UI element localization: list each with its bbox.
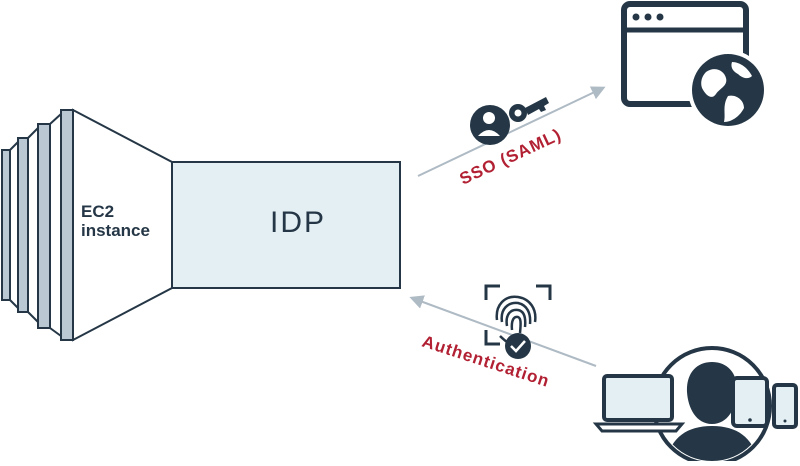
ec2-slab-4 bbox=[60, 109, 74, 341]
fingerprint-scan-icon bbox=[484, 284, 552, 347]
idp-panel bbox=[171, 161, 401, 289]
laptop-icon bbox=[592, 374, 686, 433]
tablet-icon bbox=[731, 376, 769, 428]
ec2-label-line2: instance bbox=[81, 221, 150, 240]
ec2-label-line1: EC2 bbox=[81, 202, 114, 221]
globe-icon bbox=[688, 50, 768, 130]
ec2-stack bbox=[1, 109, 74, 341]
check-badge-icon bbox=[505, 333, 531, 359]
phone-icon bbox=[772, 383, 798, 429]
ec2-slab-1 bbox=[1, 149, 11, 301]
ec2-slab-3 bbox=[37, 123, 51, 329]
user-key-icon bbox=[470, 97, 549, 145]
ec2-slab-2 bbox=[17, 137, 29, 313]
auth-arrow bbox=[409, 295, 597, 367]
sso-arrow bbox=[417, 86, 606, 177]
idp-label: IDP bbox=[270, 206, 326, 239]
